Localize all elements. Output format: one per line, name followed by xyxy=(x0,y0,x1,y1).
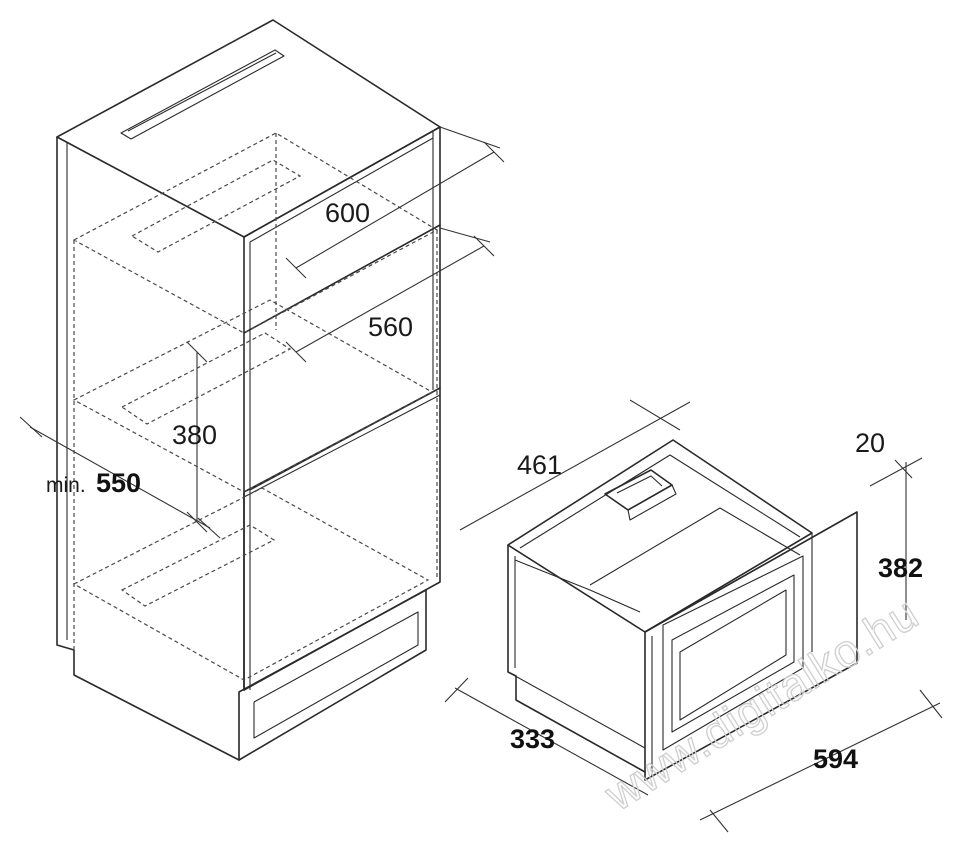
appliance-top-handle xyxy=(604,469,677,521)
appliance-width-label: 594 xyxy=(813,744,858,774)
appliance-drawing: 461 20 382 333 594 xyxy=(444,399,943,833)
appliance-front-thickness-label: 20 xyxy=(855,428,885,458)
cabinet-inner-width-label: 560 xyxy=(368,312,413,342)
cabinet-plinth xyxy=(238,589,427,761)
appliance-body-depth-label: 333 xyxy=(510,724,555,754)
cabinet-inner-niche xyxy=(72,132,439,681)
cabinet-top xyxy=(56,19,441,238)
appliance-dimension-lines xyxy=(444,399,943,833)
cabinet-drawing: 600 560 380 min. 550 xyxy=(19,19,505,761)
cabinet-top-vent xyxy=(120,49,285,140)
appliance-depth-label: 461 xyxy=(517,450,562,480)
appliance-height-label: 382 xyxy=(878,553,923,583)
appliance-door-glass xyxy=(671,574,795,733)
appliance-door-window xyxy=(662,555,804,751)
cabinet-width-label: 600 xyxy=(325,198,370,228)
cabinet-min-depth-label: 550 xyxy=(96,468,141,498)
cabinet-min-prefix-label: min. xyxy=(46,474,86,497)
cabinet-niche-height-label: 380 xyxy=(172,420,217,450)
cabinet-dimension-lines xyxy=(19,126,505,539)
